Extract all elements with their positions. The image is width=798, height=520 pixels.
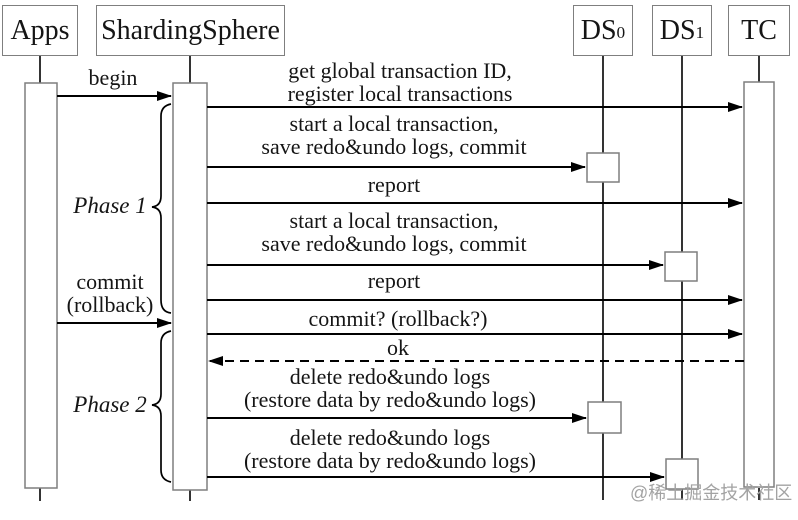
activation-tc: [743, 81, 775, 488]
participant-label-apps: Apps: [10, 14, 70, 46]
phase2-label: Phase 2: [73, 393, 146, 416]
message-arrows: [57, 91, 744, 482]
message-label-commit-question: commit? (rollback?): [309, 307, 488, 330]
message-text: report: [367, 172, 421, 197]
message-text: start a local transaction,: [289, 208, 499, 233]
watermark: @稀土掘金技术社区: [630, 483, 793, 503]
message-text: delete redo&undo logs: [289, 364, 491, 389]
message-text: delete redo&undo logs: [289, 425, 491, 450]
message-text: ok: [387, 335, 409, 360]
message-text: save redo&undo logs, commit: [261, 231, 527, 256]
participant-box-apps: Apps: [2, 5, 78, 56]
message-text: report: [367, 268, 421, 293]
message-text: commit? (rollback?): [308, 306, 488, 331]
activation-shardingsphere: [172, 82, 208, 491]
message-text: (restore data by redo&undo logs): [243, 448, 537, 473]
message-label-report-1: report: [368, 173, 421, 196]
message-text: save redo&undo logs, commit: [261, 134, 527, 159]
phase1-label: Phase 1: [73, 194, 146, 217]
message-label-delete-logs-ds1: delete redo&undo logs (restore data by r…: [244, 426, 536, 472]
activations: [24, 81, 775, 491]
message-text: begin: [88, 65, 138, 90]
message-label-start-local-txn-ds1: start a local transaction, save redo&und…: [261, 209, 526, 255]
participant-label-ds1: DS: [659, 14, 696, 46]
activation-ds0-phase2: [587, 401, 622, 434]
message-label-ok: ok: [387, 336, 409, 359]
message-label-delete-logs-ds0: delete redo&undo logs (restore data by r…: [244, 365, 536, 411]
activation-ds0-phase1: [586, 152, 620, 183]
message-label-report-2: report: [368, 269, 421, 292]
message-label-start-local-txn-ds0: start a local transaction, save redo&und…: [261, 112, 526, 158]
phase-text: Phase 1: [73, 193, 147, 218]
phase-braces: [151, 103, 172, 483]
message-label-commit-rollback: commit (rollback): [67, 270, 154, 316]
message-text: (rollback): [66, 292, 154, 317]
activation-ds1-phase2: [665, 458, 699, 490]
phase2-brace: [151, 330, 172, 483]
message-text: get global transaction ID,: [288, 58, 512, 83]
message-label-begin: begin: [89, 66, 138, 89]
phase-text: Phase 2: [73, 392, 147, 417]
participant-box-shardingsphere: ShardingSphere: [96, 5, 285, 56]
message-text: (restore data by redo&undo logs): [243, 387, 537, 412]
participant-label-tc: TC: [741, 14, 777, 46]
participant-box-tc: TC: [728, 5, 790, 56]
activation-ds1-phase1: [664, 251, 698, 282]
message-text: start a local transaction,: [289, 111, 499, 136]
participant-label-shardingsphere: ShardingSphere: [101, 14, 280, 46]
phase1-brace: [151, 103, 172, 314]
message-text: register local transactions: [287, 81, 513, 106]
activation-apps: [24, 82, 58, 489]
message-label-get-global-txn-id: get global transaction ID, register loca…: [288, 59, 513, 105]
message-text: commit: [76, 269, 144, 294]
participant-label-ds0: DS: [580, 14, 617, 46]
